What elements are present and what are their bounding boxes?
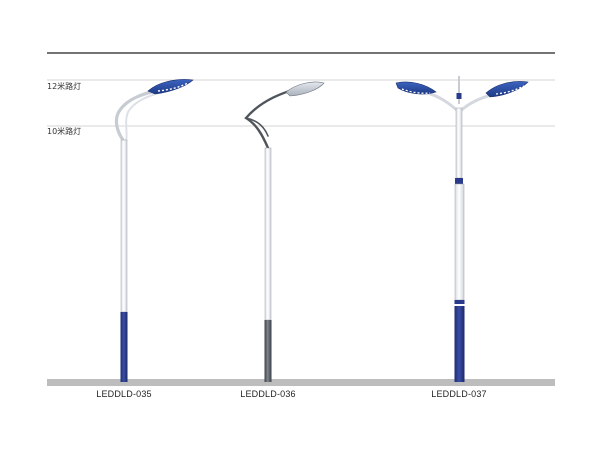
pole-upper-037 [455,107,463,179]
lamp-lens-035 [157,82,189,92]
pole-ring-037 [454,300,465,304]
arm-035-inner [125,90,167,143]
height-label-12m: 12米路灯 [47,82,82,91]
arm-036-brace [245,117,269,137]
pole-shaft-035 [120,139,128,313]
lamp-head-037-left [395,81,437,95]
model-label-leddld-037: LEDDLD-037 [431,389,487,399]
spire-band-037 [456,93,462,99]
model-label-leddld-036: LEDDLD-036 [240,389,296,399]
pole-collar-037 [455,178,463,184]
pole-lower-037 [454,183,465,301]
streetlight-leddld-035 [114,79,194,382]
model-label-leddld-035: LEDDLD-035 [96,389,152,399]
pole-shaft-036 [264,147,272,321]
lamp-lens-037-left [401,88,431,94]
pole-base-037 [454,306,465,382]
streetlight-leddld-037 [395,76,529,382]
arm-035 [114,88,162,142]
arm-037-left [422,90,461,114]
lamp-head-037-right [485,81,529,98]
ground-strip [47,379,555,386]
height-label-10m: 10米路灯 [47,127,82,136]
lamp-head-036 [285,81,325,97]
streetlight-leddld-036 [244,81,325,382]
pole-base-036 [264,320,272,382]
pole-base-035 [120,312,128,382]
arm-036 [244,86,302,150]
lamp-head-035 [147,79,194,95]
